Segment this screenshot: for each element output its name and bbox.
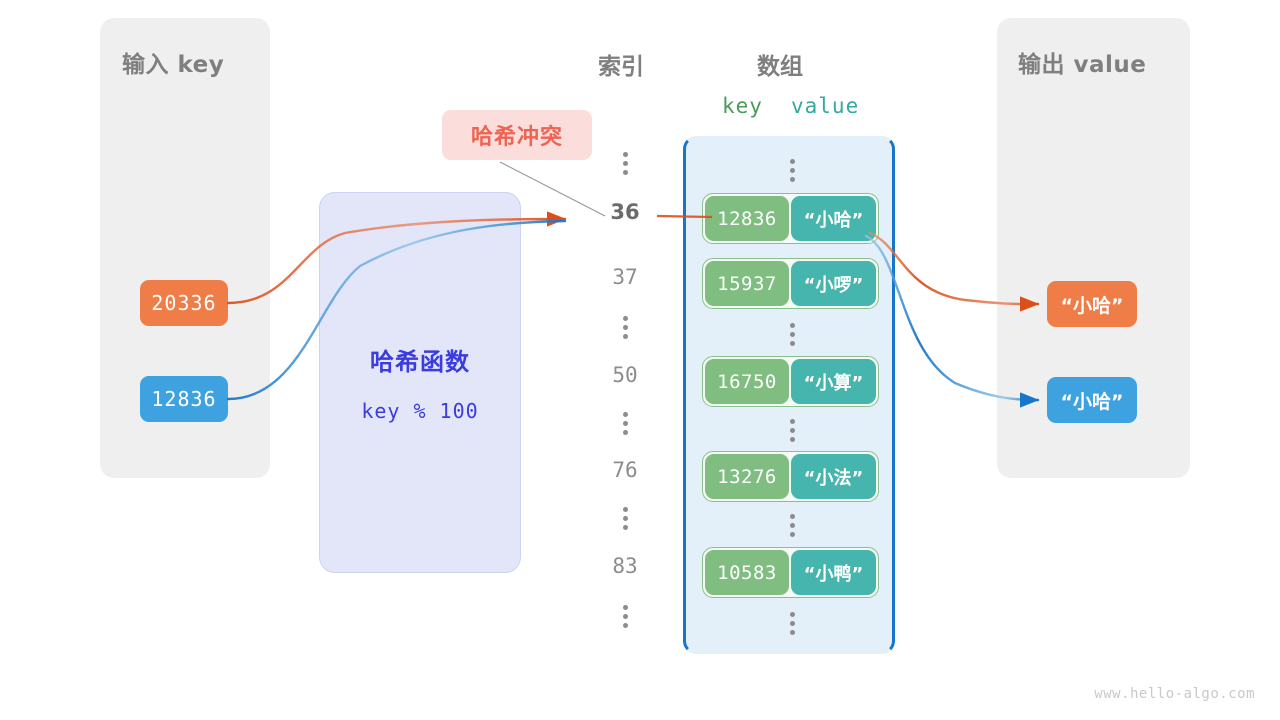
bucket-row[interactable]: 10583“小鸭” bbox=[702, 547, 879, 598]
bucket-value: “小哈” bbox=[791, 196, 876, 241]
bucket-row[interactable]: 16750“小算” bbox=[702, 356, 879, 407]
output-panel-title: 输出 value bbox=[1018, 52, 1147, 78]
index-label-37: 37 bbox=[612, 265, 638, 289]
array-ellipsis bbox=[686, 157, 898, 183]
hash-function-name: 哈希函数 bbox=[370, 348, 470, 376]
array-ellipsis bbox=[686, 321, 898, 347]
bucket-row[interactable]: 15937“小啰” bbox=[702, 258, 879, 309]
bucket-row[interactable]: 13276“小法” bbox=[702, 451, 879, 502]
watermark: www.hello-algo.com bbox=[1094, 686, 1255, 702]
output-value-orange[interactable]: “小哈” bbox=[1047, 281, 1137, 327]
input-key-20336[interactable]: 20336 bbox=[140, 280, 228, 326]
index-ellipsis bbox=[592, 150, 658, 176]
index-label-36: 36 bbox=[610, 200, 640, 224]
output-value-blue[interactable]: “小哈” bbox=[1047, 377, 1137, 423]
input-key-12836[interactable]: 12836 bbox=[140, 376, 228, 422]
index-label-83: 83 bbox=[612, 554, 638, 578]
index-column-header: 索引 bbox=[598, 54, 644, 80]
bucket-key: 12836 bbox=[705, 196, 789, 241]
array-ellipsis bbox=[686, 512, 898, 538]
hash-function-expression: key % 100 bbox=[361, 399, 479, 423]
index-ellipsis bbox=[592, 603, 658, 629]
hash-collision-callout: 哈希冲突 bbox=[442, 110, 592, 160]
index-label-76: 76 bbox=[612, 458, 638, 482]
bucket-value: “小法” bbox=[791, 454, 876, 499]
bucket-value: “小啰” bbox=[791, 261, 876, 306]
bucket-row[interactable]: 12836“小哈” bbox=[702, 193, 879, 244]
array-container: 12836“小哈”15937“小啰”16750“小算”13276“小法”1058… bbox=[683, 136, 895, 654]
array-ellipsis bbox=[686, 610, 898, 636]
bucket-value: “小算” bbox=[791, 359, 876, 404]
index-column: 36 37 50 76 83 bbox=[592, 138, 658, 640]
input-panel-title: 输入 key bbox=[122, 52, 225, 78]
bucket-key: 10583 bbox=[705, 550, 789, 595]
bucket-key: 13276 bbox=[705, 454, 789, 499]
index-ellipsis bbox=[592, 410, 658, 436]
key-column-header: key bbox=[722, 94, 763, 118]
index-ellipsis bbox=[592, 505, 658, 531]
index-label-50: 50 bbox=[612, 363, 638, 387]
value-column-header: value bbox=[791, 94, 860, 118]
bucket-key: 15937 bbox=[705, 261, 789, 306]
hash-function-box: 哈希函数 key % 100 bbox=[319, 192, 521, 573]
bucket-value: “小鸭” bbox=[791, 550, 876, 595]
index-ellipsis bbox=[592, 314, 658, 340]
array-rows: 12836“小哈”15937“小啰”16750“小算”13276“小法”1058… bbox=[686, 139, 898, 657]
bucket-key: 16750 bbox=[705, 359, 789, 404]
array-ellipsis bbox=[686, 417, 898, 443]
array-header: 数组 bbox=[757, 54, 803, 80]
